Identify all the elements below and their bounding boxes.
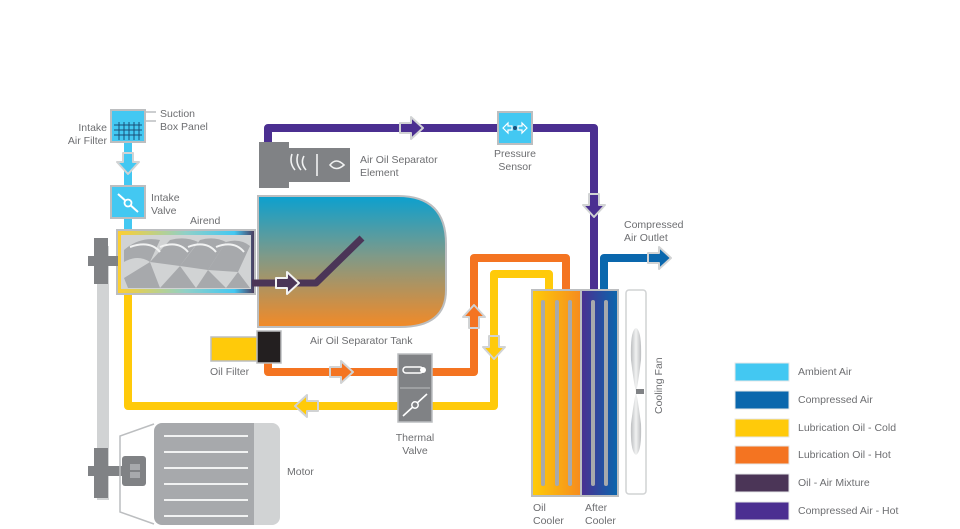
oil-filter-label: Oil Filter	[210, 366, 250, 378]
arrow-right-icon	[329, 360, 354, 384]
separator-element-label-2: Element	[360, 167, 399, 179]
intake-air-filter	[110, 109, 156, 143]
airend-label: Airend	[190, 215, 221, 227]
compressed-air-pipe	[600, 254, 650, 292]
legend-item: Ambient Air	[734, 362, 852, 382]
thermal-valve-label-1: Thermal	[396, 432, 435, 444]
after-cooler-label-2: Cooler	[585, 515, 616, 527]
air-oil-separator-tank	[257, 195, 447, 328]
thermal-valve	[397, 353, 433, 423]
separator-element-label-1: Air Oil Separator	[360, 154, 438, 166]
legend-swatch	[734, 362, 790, 382]
arrow-down-icon	[582, 193, 606, 218]
oil-filter	[210, 330, 282, 364]
arrow-right-icon	[399, 116, 424, 140]
intake-valve-label-2: Valve	[151, 205, 177, 217]
legend-item: Compressed Air	[734, 390, 873, 410]
intake-valve-label-1: Intake	[151, 192, 180, 204]
arrow-left-icon	[294, 394, 319, 418]
cooling-fan-label: Cooling Fan	[653, 357, 665, 414]
legend-label: Lubrication Oil - Cold	[798, 422, 896, 434]
legend-swatch	[734, 473, 790, 493]
drive-belt	[88, 238, 124, 500]
intake-filter-label-1: Intake	[78, 122, 107, 134]
oil-cooler-label-1: Oil	[533, 502, 546, 514]
motor-label: Motor	[287, 466, 314, 478]
legend-item: Compressed Air - Hot	[734, 501, 898, 521]
after-cooler-label-1: After	[585, 502, 608, 514]
intake-filter-label-2: Air Filter	[68, 135, 108, 147]
motor	[119, 423, 280, 525]
arrow-down-icon	[116, 152, 140, 175]
suction-label-2: Box Panel	[160, 121, 208, 133]
legend-label: Ambient Air	[798, 366, 852, 378]
oil-cooler-label-2: Cooler	[533, 515, 564, 527]
oil-air-mixture-inner-pipe	[252, 235, 365, 287]
legend-label: Oil - Air Mixture	[798, 477, 870, 489]
arrow-down-icon	[482, 335, 506, 360]
compressed-outlet-label-1: Compressed	[624, 219, 684, 231]
legend-item: Lubrication Oil - Hot	[734, 445, 891, 465]
separator-tank-label: Air Oil Separator Tank	[310, 335, 413, 347]
legend-label: Compressed Air - Hot	[798, 505, 898, 517]
legend-item: Lubrication Oil - Cold	[734, 418, 896, 438]
legend-swatch	[734, 418, 790, 438]
legend-swatch	[734, 501, 790, 521]
arrow-up-icon	[462, 304, 486, 329]
pressure-sensor-label-2: Sensor	[498, 161, 532, 173]
legend-item: Oil - Air Mixture	[734, 473, 870, 493]
oil-cooler	[531, 289, 582, 497]
legend-swatch	[734, 445, 790, 465]
legend-label: Lubrication Oil - Hot	[798, 449, 891, 461]
arrow-right-icon	[647, 246, 672, 270]
compressed-outlet-label-2: Air Outlet	[624, 232, 668, 244]
after-cooler	[580, 289, 619, 497]
airend	[116, 229, 256, 295]
intake-valve	[110, 185, 146, 219]
thermal-valve-label-2: Valve	[402, 445, 428, 457]
suction-label-1: Suction	[160, 108, 195, 120]
cooling-fan	[625, 289, 647, 495]
legend-swatch	[734, 390, 790, 410]
legend-label: Compressed Air	[798, 394, 873, 406]
pressure-sensor-label-1: Pressure	[494, 148, 536, 160]
legend: Ambient Air Compressed Air Lubrication O…	[734, 362, 898, 521]
air-oil-separator-element	[259, 142, 350, 188]
pressure-sensor	[497, 111, 533, 145]
arrow-right-icon	[275, 271, 300, 295]
